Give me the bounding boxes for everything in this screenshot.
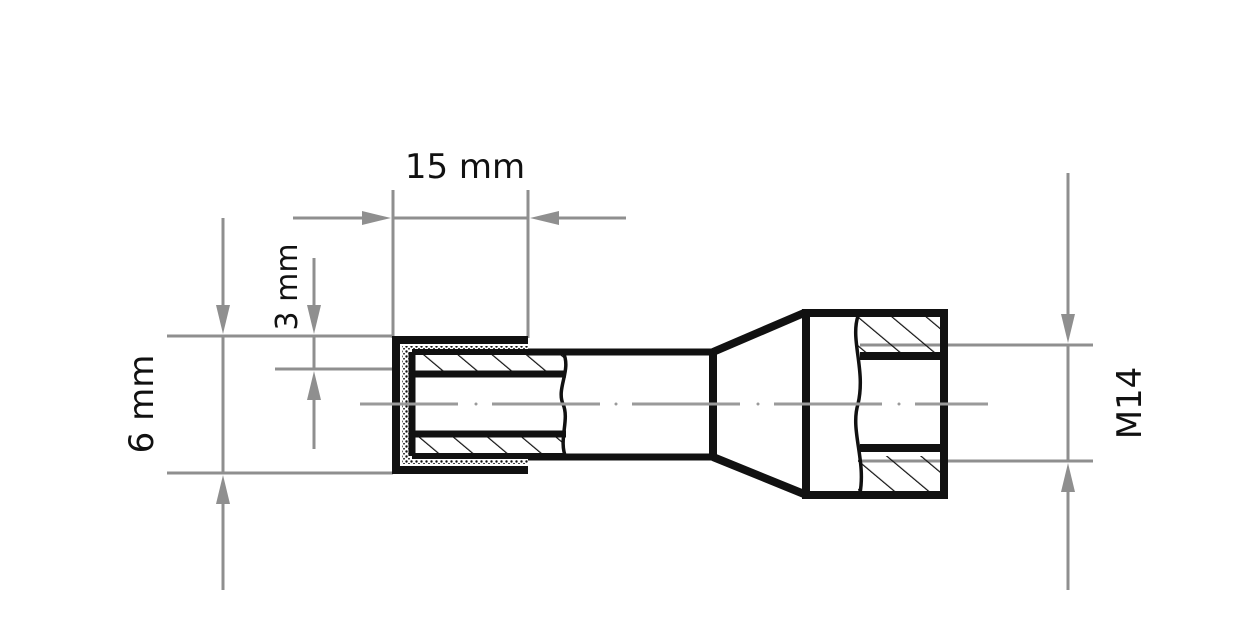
center-line	[360, 402, 988, 406]
tapered-transition	[711, 309, 806, 498]
dimension-length: 15 mm	[293, 147, 626, 338]
thread-label: M14	[1110, 367, 1150, 440]
dimension-thread: M14	[860, 173, 1150, 590]
outer-diameter-label: 6 mm	[122, 355, 162, 454]
dimension-inner-diameter: 3 mm	[270, 243, 400, 449]
inner-diameter-label: 3 mm	[270, 243, 305, 330]
length-label: 15 mm	[405, 147, 525, 187]
dimension-outer-diameter: 6 mm	[122, 218, 393, 590]
